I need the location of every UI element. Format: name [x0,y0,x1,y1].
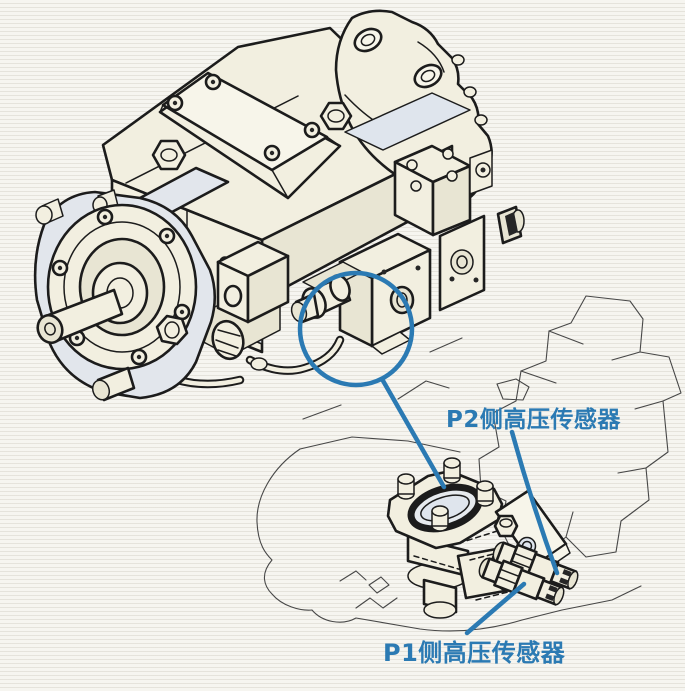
detail-view [386,457,583,619]
label-p1-high-pressure-sensor: P1侧高压传感器 [383,639,566,667]
hex-plug-left [151,139,187,171]
leader-line-p2 [509,429,560,576]
callout-overlays [297,270,560,636]
callout-circle [297,270,415,388]
top-cover-plate [158,71,342,200]
port-block [438,214,486,312]
faint-pump-outline-left [256,436,642,632]
regulator-block [211,240,290,361]
hex-plug-right [319,101,353,131]
label-p2-high-pressure-sensor: P2侧高压传感器 [446,407,621,433]
body-top-strip [344,92,471,151]
main-pump-assembly [33,9,525,402]
drive-shaft [36,288,136,402]
leader-line-p1 [464,581,527,636]
control-valve-block [393,144,525,245]
detail-neck-cylinder [406,534,470,619]
leader-line-detail [379,376,447,490]
detail-port-flange [386,457,504,550]
